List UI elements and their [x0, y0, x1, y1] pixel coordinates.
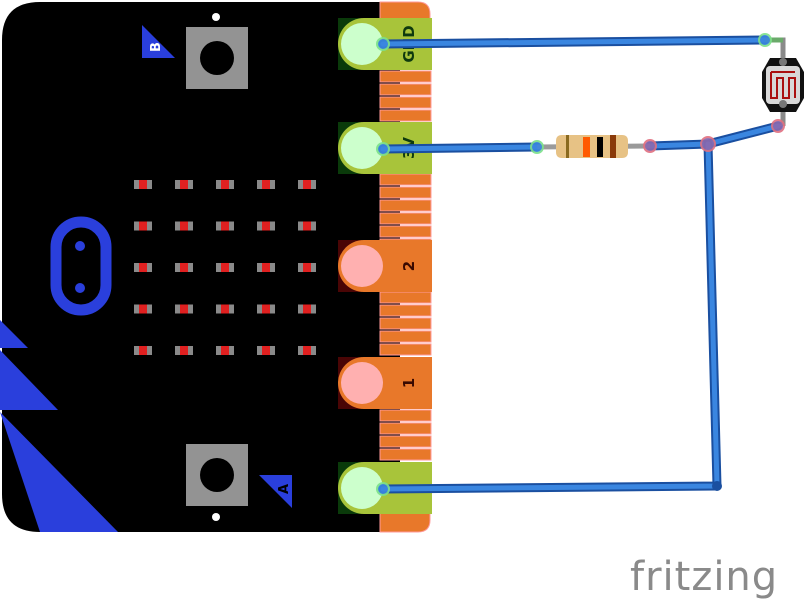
- button-a-label: A: [277, 484, 292, 494]
- logo-triangle: [0, 350, 58, 410]
- pin-hole: [341, 23, 383, 65]
- edge-strip: [379, 96, 432, 109]
- edge-strip: [379, 317, 432, 330]
- touch-logo-dot: [75, 283, 85, 293]
- pin-wire-connector[interactable]: [376, 37, 390, 51]
- button-a-label-icon: [259, 475, 292, 508]
- button-b-label-icon: [142, 25, 175, 58]
- pin-label: 2: [400, 261, 418, 271]
- led-light: [262, 221, 270, 231]
- led-light: [262, 263, 270, 272]
- ldr-trace-icon: [770, 71, 796, 99]
- pin-label: 1: [400, 378, 418, 388]
- resistor-left-connector[interactable]: [530, 140, 544, 154]
- edge-strip: [379, 435, 432, 448]
- edge-strip: [379, 225, 432, 238]
- edge-strip: [379, 199, 432, 212]
- led-light: [139, 180, 147, 189]
- photocell[interactable]: [700, 33, 804, 152]
- edge-strip: [379, 109, 432, 122]
- led-light: [180, 346, 188, 355]
- led-matrix: [134, 180, 316, 355]
- led-light: [221, 346, 229, 355]
- led-light: [303, 346, 311, 355]
- edge-strip: [379, 304, 432, 317]
- led-light: [221, 180, 229, 189]
- led-light: [180, 221, 188, 231]
- led-light: [139, 304, 147, 314]
- led-light: [303, 180, 311, 189]
- pin-2[interactable]: 2: [338, 240, 432, 292]
- led-light: [303, 263, 311, 272]
- pin-wire-connector[interactable]: [376, 142, 390, 156]
- edge-strip: [379, 448, 432, 461]
- resistor-band: [566, 135, 569, 158]
- edge-strip: [379, 422, 432, 435]
- ldr-pin: [779, 100, 787, 108]
- ldr-pin: [779, 58, 787, 66]
- logo-triangle: [0, 320, 28, 348]
- led-light: [303, 221, 311, 231]
- edge-strip: [379, 83, 432, 96]
- pin-hole: [341, 127, 383, 169]
- wire-junction[interactable]: [700, 136, 716, 152]
- mount-hole: [212, 13, 220, 21]
- led-light: [180, 263, 188, 272]
- button-b-cap: [200, 41, 234, 75]
- pin-hole: [341, 362, 383, 404]
- edge-strip: [379, 330, 432, 343]
- button-b-label: B: [149, 42, 164, 52]
- board-body: [2, 2, 400, 532]
- fritzing-logo: fritzing: [630, 554, 778, 600]
- edge-strip: [379, 186, 432, 199]
- ldr-top-connector[interactable]: [758, 33, 772, 47]
- resistor-band: [597, 137, 603, 157]
- wire-gnd-highlight: [380, 37, 768, 47]
- resistor-band: [583, 137, 590, 157]
- led-light: [262, 346, 270, 355]
- edge-strip: [379, 409, 432, 422]
- led-light: [180, 304, 188, 314]
- edge-strip: [379, 1, 431, 21]
- logo-triangle: [0, 412, 118, 532]
- edge-strip: [379, 173, 432, 186]
- edge-strip: [379, 70, 432, 83]
- wire-bendpoint[interactable]: [712, 481, 722, 491]
- pin-hole: [341, 467, 383, 509]
- led-light: [303, 304, 311, 314]
- wire-pin0[interactable]: [378, 139, 722, 494]
- led-light: [221, 221, 229, 231]
- wires: [378, 35, 783, 494]
- led-light: [221, 263, 229, 272]
- ldr-bottom-connector[interactable]: [771, 119, 785, 133]
- edge-strip: [379, 511, 431, 533]
- resistor-band: [610, 135, 616, 158]
- resistor[interactable]: [530, 135, 657, 158]
- led-light: [221, 304, 229, 314]
- edge-strip: [379, 291, 432, 304]
- led-light: [139, 221, 147, 231]
- touch-logo-icon: [50, 216, 112, 316]
- led-light: [139, 263, 147, 272]
- pin-1[interactable]: 1: [338, 357, 432, 409]
- wire-pin0-highlight: [380, 141, 720, 492]
- edge-connector: [379, 1, 432, 533]
- edge-strip: [379, 212, 432, 225]
- pin-hole: [341, 245, 383, 287]
- led-light: [262, 304, 270, 314]
- button-a-cap: [200, 458, 234, 492]
- led-light: [180, 180, 188, 189]
- pin-wire-connector[interactable]: [376, 482, 390, 496]
- resistor-right-connector[interactable]: [643, 139, 657, 153]
- led-light: [139, 346, 147, 355]
- led-light: [262, 180, 270, 189]
- touch-logo-dot: [75, 241, 85, 251]
- wire-3v-highlight: [380, 144, 540, 152]
- edge-strip: [379, 343, 432, 356]
- mount-hole: [212, 513, 220, 521]
